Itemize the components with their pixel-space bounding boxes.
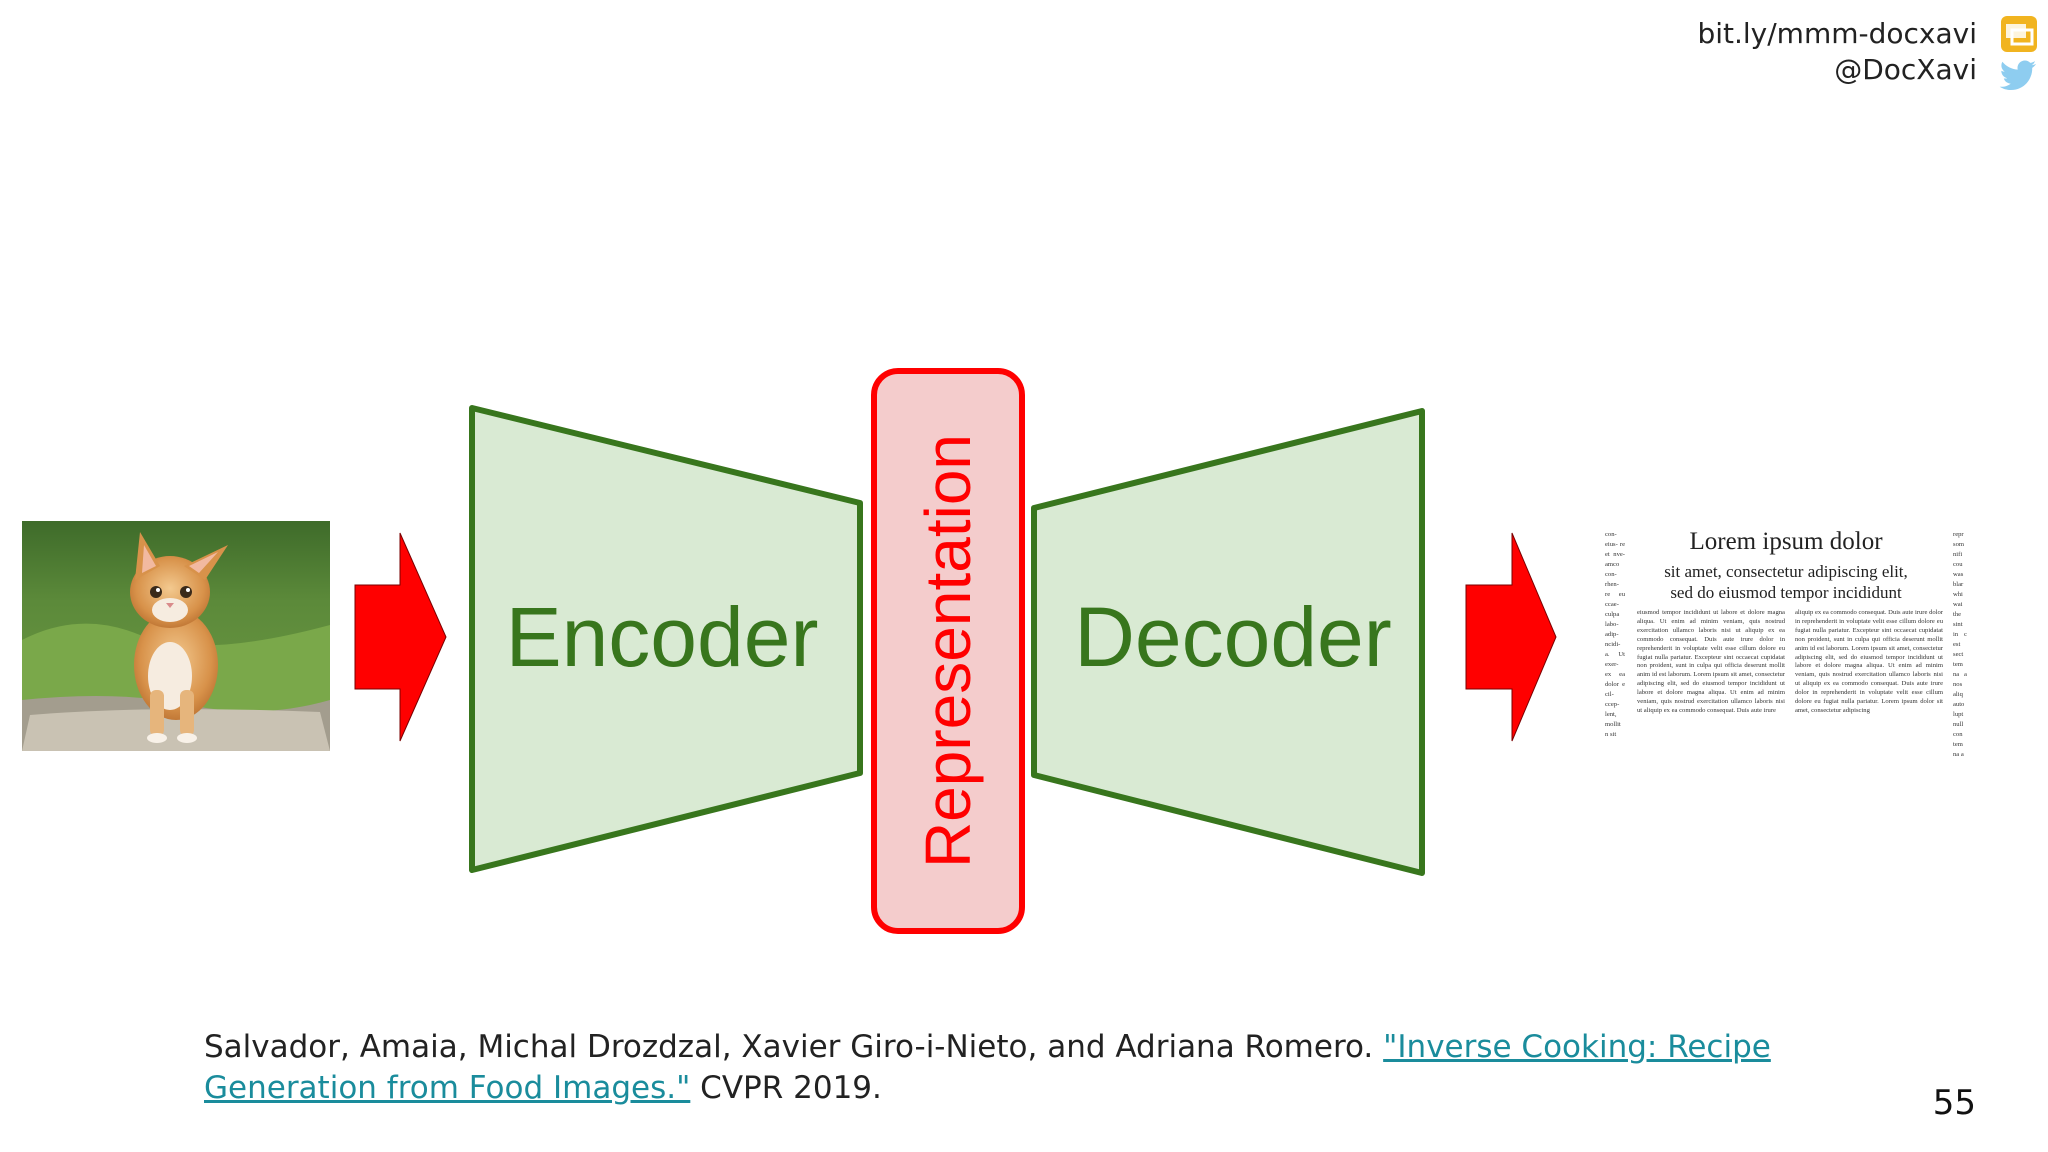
decoder-block: [1031, 408, 1425, 876]
citation-authors: Salvador, Amaia, Michal Drozdzal, Xavier…: [204, 1029, 1384, 1065]
citation-venue: CVPR 2019.: [690, 1070, 882, 1106]
newspaper-right-edge: repr som nifi cou was blar whi wai the s…: [1953, 531, 1967, 758]
encoder-label: Encoder: [506, 590, 819, 684]
header-icons: [1996, 12, 2042, 97]
newspaper-column-1: eiusmod tempor incididunt ut labore et d…: [1637, 609, 1785, 714]
newspaper-columns: eiusmod tempor incididunt ut labore et d…: [1605, 609, 1967, 768]
output-text-image: Lorem ipsum dolor sit amet, consectetur …: [1605, 524, 1967, 768]
representation-label: Representation: [912, 434, 984, 868]
input-arrow: [354, 532, 447, 742]
output-arrow: [1465, 532, 1557, 742]
newspaper-left-edge: con- eius- re et nve- amco con- rhen- re…: [1605, 531, 1625, 738]
newspaper-column-2: aliquip ex ea commodo consequat. Duis au…: [1795, 609, 1943, 714]
encoder-block: [469, 405, 863, 873]
input-cat-image: [22, 521, 330, 751]
newspaper-subtitle-2: sed do eiusmod tempor incididunt: [1670, 583, 1902, 602]
representation-block: [871, 368, 1025, 934]
newspaper-title: Lorem ipsum dolor: [1689, 528, 1883, 555]
twitter-bird-icon: [1999, 60, 2036, 91]
decoder-label: Decoder: [1074, 590, 1392, 684]
newspaper-subtitle-1: sit amet, consectetur adipiscing elit,: [1664, 562, 1908, 581]
citation: Salvador, Amaia, Michal Drozdzal, Xavier…: [204, 1027, 1804, 1109]
slide-number: 55: [1932, 1083, 1976, 1123]
short-link[interactable]: bit.ly/mmm-docxavi: [1697, 17, 1977, 50]
header-links: bit.ly/mmm-docxavi @DocXavi: [1697, 16, 1977, 88]
slides-icon: [2001, 16, 2037, 52]
paper-title-link[interactable]: "Inverse Cooking: Recipe Generation from…: [204, 1029, 1771, 1106]
twitter-handle[interactable]: @DocXavi: [1834, 53, 1977, 86]
